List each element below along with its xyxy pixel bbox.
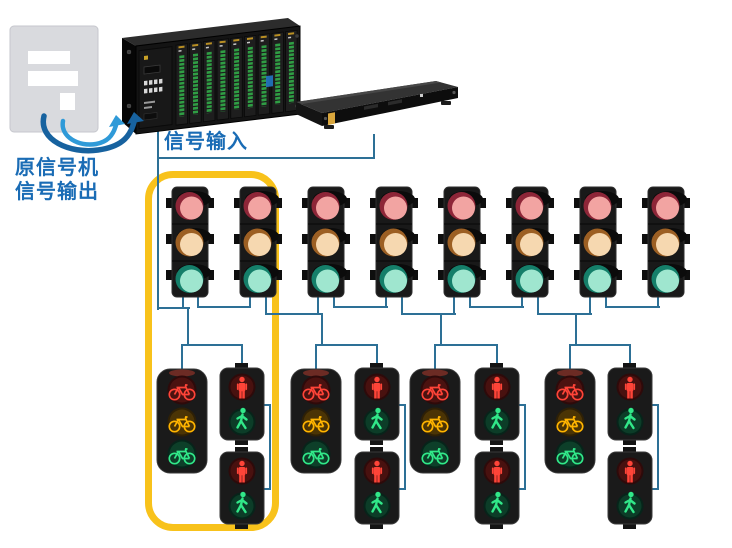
wire-segment bbox=[440, 313, 442, 345]
wire-segment bbox=[157, 307, 190, 309]
wire-segment bbox=[265, 313, 323, 315]
wire-segment bbox=[269, 404, 271, 490]
wire-segment bbox=[181, 344, 243, 346]
wire-segment bbox=[453, 294, 455, 313]
wire-segment bbox=[569, 344, 571, 372]
wire-segment bbox=[524, 404, 526, 490]
wire-segment bbox=[469, 294, 471, 307]
wire-segment bbox=[241, 344, 243, 365]
vehicle-signal-1 bbox=[166, 186, 214, 298]
wire-segment bbox=[333, 294, 335, 307]
wire-segment bbox=[376, 344, 378, 365]
signal-controller-rack bbox=[122, 18, 301, 135]
wire-segment bbox=[589, 294, 591, 313]
wire-segment bbox=[434, 344, 498, 346]
wire-segment bbox=[496, 344, 498, 365]
vehicle-signal-2 bbox=[234, 186, 282, 298]
wire-segment bbox=[157, 126, 159, 310]
wire-segment bbox=[249, 294, 251, 306]
wire-segment bbox=[197, 306, 251, 308]
vehicle-signal-3 bbox=[302, 186, 350, 298]
wire-segment bbox=[469, 306, 524, 308]
wire-segment bbox=[401, 313, 456, 315]
vehicle-signal-4 bbox=[370, 186, 418, 298]
wire-segment bbox=[333, 306, 388, 308]
wire-segment bbox=[537, 294, 539, 314]
wire-segment bbox=[434, 344, 436, 372]
wire-segment bbox=[182, 294, 184, 308]
wire-segment bbox=[157, 157, 374, 159]
wire-segment bbox=[629, 344, 631, 365]
wire-segment bbox=[197, 294, 199, 307]
wire-segment bbox=[401, 294, 403, 314]
highlight-frame bbox=[145, 171, 279, 531]
wire-segment bbox=[575, 313, 577, 345]
signal-input-label: 信号输入 bbox=[164, 131, 248, 153]
rack-mount-converter bbox=[296, 81, 458, 129]
wire-segment bbox=[385, 294, 387, 306]
wire-segment bbox=[657, 404, 659, 490]
vehicle-signal-6 bbox=[506, 186, 554, 298]
wire-segment bbox=[521, 294, 523, 306]
signal-flow-arrows-icon bbox=[40, 112, 144, 154]
wire-segment bbox=[537, 313, 592, 315]
pedestrian-signal-2-lower bbox=[354, 447, 400, 529]
pedestrian-signal-1-upper bbox=[219, 363, 265, 445]
legacy-output-label-line2: 信号输出 bbox=[15, 181, 99, 203]
pedestrian-signal-4-lower bbox=[607, 447, 653, 529]
wire-segment bbox=[315, 344, 378, 346]
wire-segment bbox=[605, 294, 607, 307]
bicycle-signal-1 bbox=[156, 368, 208, 474]
wire-segment bbox=[373, 134, 375, 159]
pedestrian-signal-3-lower bbox=[474, 447, 520, 529]
bicycle-signal-3 bbox=[409, 368, 461, 474]
wire-segment bbox=[265, 294, 267, 314]
wire-segment bbox=[404, 404, 406, 490]
bicycle-signal-2 bbox=[290, 368, 342, 474]
wire-segment bbox=[187, 307, 189, 345]
wire-segment bbox=[569, 344, 631, 346]
legacy-signal-cabinet-icon bbox=[9, 25, 99, 133]
vehicle-signal-8 bbox=[642, 186, 690, 298]
wire-segment bbox=[605, 306, 660, 308]
wire-segment bbox=[321, 313, 323, 345]
wire-segment bbox=[315, 344, 317, 372]
pedestrian-signal-3-upper bbox=[474, 363, 520, 445]
legacy-output-label: 原信号机 信号输出 bbox=[15, 156, 99, 204]
wire-segment bbox=[317, 294, 319, 313]
wire-segment bbox=[181, 344, 183, 372]
vehicle-signal-7 bbox=[574, 186, 622, 298]
pedestrian-signal-4-upper bbox=[607, 363, 653, 445]
pedestrian-signal-2-upper bbox=[354, 363, 400, 445]
wire-segment bbox=[657, 294, 659, 306]
legacy-output-label-line1: 原信号机 bbox=[15, 157, 99, 179]
bicycle-signal-4 bbox=[544, 368, 596, 474]
pedestrian-signal-1-lower bbox=[219, 447, 265, 529]
vehicle-signal-5 bbox=[438, 186, 486, 298]
